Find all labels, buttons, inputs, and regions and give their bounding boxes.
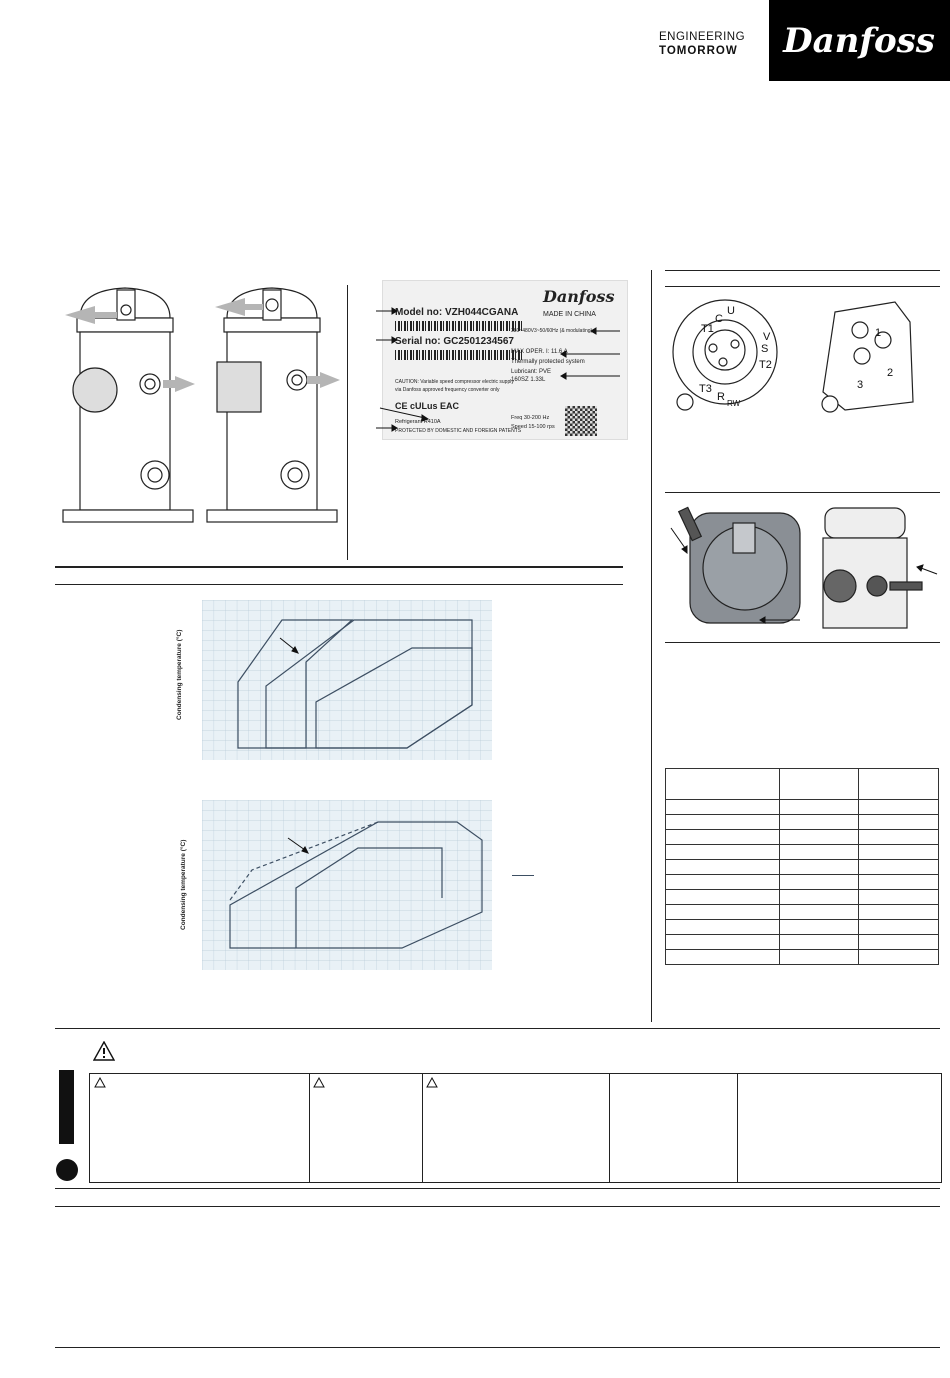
envelope-inner xyxy=(295,847,443,948)
barcode xyxy=(395,350,523,360)
terminal-u: U xyxy=(727,305,735,317)
warning-cell xyxy=(90,1074,310,1182)
danfoss-logo: Danfoss xyxy=(769,0,950,81)
exclamation-icon xyxy=(56,1070,78,1181)
rule xyxy=(55,1028,940,1029)
rule xyxy=(665,642,940,643)
patent: PROTECTED BY DOMESTIC AND FOREIGN PATENT… xyxy=(395,428,522,434)
warning-cell xyxy=(423,1074,610,1182)
warning-cell xyxy=(310,1074,423,1182)
terminal-v: V xyxy=(763,331,771,343)
divider xyxy=(347,285,348,560)
envelope-dashed xyxy=(229,821,379,901)
envelope-chart-top xyxy=(202,600,492,760)
chart-grid xyxy=(202,800,492,970)
legend-swatch xyxy=(512,875,534,876)
rule xyxy=(55,566,623,568)
caution: CAUTION: Variable speed compressor elect… xyxy=(395,379,514,385)
chart-grid xyxy=(202,600,492,760)
nameplate: Danfoss Model no: VZH044CGANA Serial no:… xyxy=(382,280,628,440)
nameplate-brand: Danfoss xyxy=(543,287,615,306)
terminal-drawings: T1 C U R T3 V S T2 RW 1 2 3 xyxy=(672,299,914,413)
speed: Speed 15-100 rps xyxy=(511,424,555,430)
envelope-outer xyxy=(229,821,483,949)
chart-bottom-svg xyxy=(202,800,492,970)
tagline-line1: ENGINEERING xyxy=(659,31,746,43)
caution2: via Danfoss approved frequency converter… xyxy=(395,387,500,393)
rule xyxy=(665,270,940,271)
terminal-s: S xyxy=(761,343,768,355)
divider xyxy=(651,270,652,1022)
terminal-c: C xyxy=(715,313,723,325)
terminal-2: 2 xyxy=(887,367,893,379)
warning-triangle-icon xyxy=(426,1077,438,1088)
model-label: Model no: xyxy=(395,307,443,318)
warning-triangle-icon xyxy=(93,1041,115,1061)
serial-label: Serial no: xyxy=(395,336,441,347)
danfoss-logo-mark: Danfoss xyxy=(782,21,935,61)
warning-cell xyxy=(610,1074,738,1182)
rule xyxy=(55,1188,940,1189)
envelope-chart-bottom xyxy=(202,800,492,970)
brazing-drawings xyxy=(670,506,938,629)
rule xyxy=(55,1206,940,1207)
warning-triangle-icon xyxy=(313,1077,325,1088)
nameplate-arrows xyxy=(376,307,620,432)
terminal-t2: T2 xyxy=(759,359,772,371)
chart-top-svg xyxy=(202,600,492,760)
tagline: ENGINEERING TOMORROW xyxy=(659,30,751,58)
voltage: 380~480V3~50/60Hz (& modulating) xyxy=(511,328,593,334)
rule xyxy=(665,492,940,493)
warning-table xyxy=(89,1073,942,1183)
terminal-t1: T1 xyxy=(701,323,714,335)
logo-wordmark: Danfoss xyxy=(782,21,935,61)
model-value: VZH044CGANA xyxy=(445,307,519,318)
rule xyxy=(55,1347,940,1348)
compressor-drawings xyxy=(62,287,340,523)
qr-code xyxy=(565,406,597,436)
rule xyxy=(665,286,940,287)
terminal-t3: T3 xyxy=(699,383,712,395)
warning-triangle-icon xyxy=(94,1077,106,1088)
barcode xyxy=(395,321,523,331)
envelope-inner xyxy=(315,647,473,749)
rule xyxy=(55,584,623,585)
made-in: MADE IN CHINA xyxy=(543,311,596,318)
oil: 160SZ 1.33L xyxy=(511,377,546,383)
refrigerant: Refrigerant R410A xyxy=(395,419,441,425)
chart-bottom-ylabel: Condensing temperature (°C) xyxy=(180,839,187,930)
thermal: Thermally protected system xyxy=(511,359,585,365)
terminal-3: 3 xyxy=(857,379,863,391)
spec-table xyxy=(665,768,939,965)
max-oper: MAX OPER. I: 11.6 A xyxy=(511,349,568,355)
terminal-rw: RW xyxy=(727,399,741,408)
cert-marks: CE cULus EAC xyxy=(395,401,460,411)
tagline-line2: TOMORROW xyxy=(659,45,738,57)
lubricant: Lubricant: PVE xyxy=(511,369,552,375)
serial-value: GC2501234567 xyxy=(443,336,514,347)
terminal-1: 1 xyxy=(875,327,881,339)
terminal-r: R xyxy=(717,391,725,403)
chart-top-ylabel: Condensing temperature (°C) xyxy=(176,629,183,720)
freq: Freq 30-200 Hz xyxy=(511,415,550,421)
